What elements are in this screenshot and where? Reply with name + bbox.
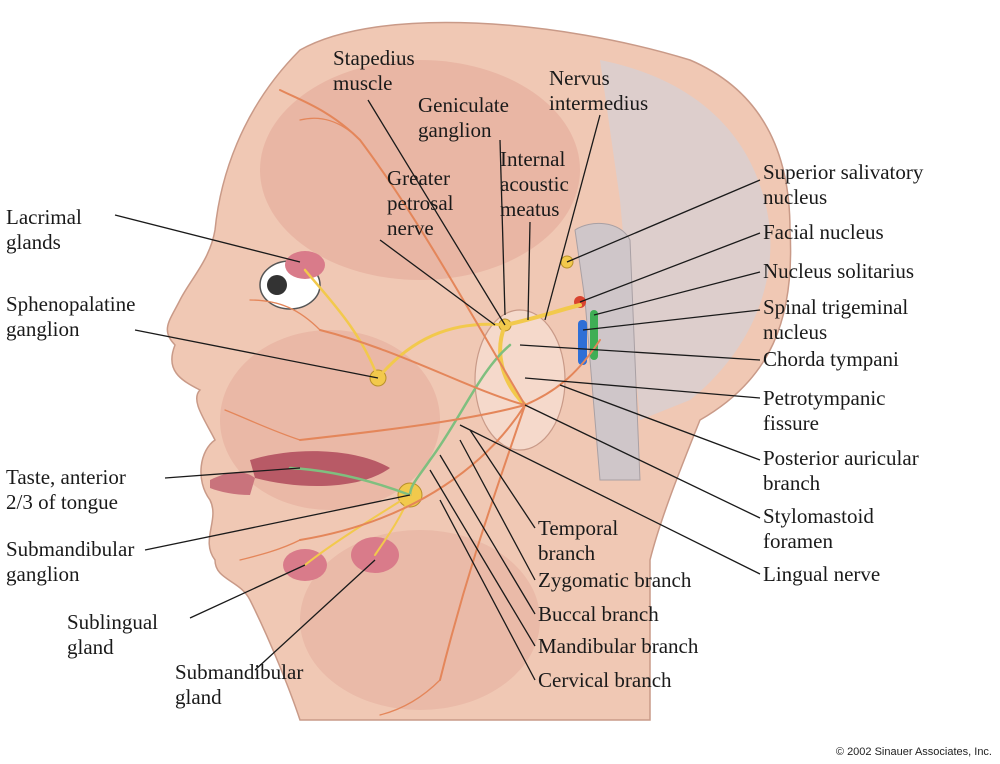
skull-back xyxy=(600,60,771,420)
buccal-branch-path xyxy=(299,404,526,441)
copyright-notice: © 2002 Sinauer Associates, Inc. xyxy=(835,746,992,758)
submandibular-to-glands xyxy=(304,494,411,566)
zygomatic-branch-path xyxy=(319,329,526,406)
pupil xyxy=(267,275,287,295)
temporal-branch-path xyxy=(279,89,526,406)
label-facial-nucleus: Facial nucleus xyxy=(763,220,884,244)
label-zygomatic-branch: Zygomatic branch xyxy=(538,568,692,592)
lips xyxy=(210,472,255,495)
brainstem xyxy=(574,222,641,481)
label-chorda-tympani: Chorda tympani xyxy=(763,347,899,371)
cervical-branch-path xyxy=(439,404,526,681)
temple-muscle xyxy=(260,60,580,280)
lingual-path xyxy=(288,466,412,497)
lacrimal-nerve-path xyxy=(303,268,380,380)
label-buccal-branch: Buccal branch xyxy=(538,602,659,626)
label-lingual-nerve: Lingual nerve xyxy=(763,562,881,586)
mandibular-branch-path xyxy=(299,404,526,541)
minor-branches xyxy=(224,117,441,716)
facial-main-trunk xyxy=(498,303,582,407)
label-cervical-branch: Cervical branch xyxy=(538,668,672,692)
chorda-tympani-path xyxy=(408,343,512,497)
greater-petrosal-nerve-path xyxy=(376,322,507,380)
spinal-trigeminal-bar xyxy=(578,320,587,365)
label-nucleus-solitarius: Nucleus solitarius xyxy=(763,259,915,283)
lacrimal-gland xyxy=(285,251,325,279)
label-mandibular-branch: Mandibular branch xyxy=(538,634,699,658)
leader-lines xyxy=(114,99,761,681)
